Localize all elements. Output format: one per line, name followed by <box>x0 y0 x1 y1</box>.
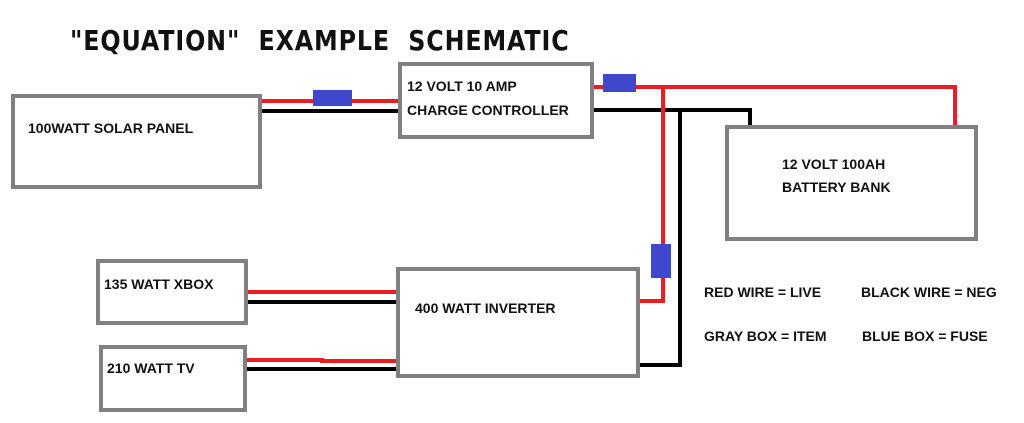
charge-controller-box <box>398 62 594 139</box>
xbox-box <box>96 259 248 325</box>
legend-blue-box: BLUE BOX = FUSE <box>862 328 988 344</box>
live-wire-to-inverter <box>638 87 665 303</box>
live-wire-tv <box>245 358 398 363</box>
tv-label: 210 WATT TV <box>107 360 195 376</box>
diagram-title: "EQUATION" EXAMPLE SCHEMATIC <box>70 24 570 57</box>
live-wire-controller-to-battery <box>592 85 957 128</box>
solar-panel-label: 100WATT SOLAR PANEL <box>28 120 194 136</box>
inverter-box <box>396 267 640 378</box>
neg-wire-controller-to-battery <box>592 108 752 128</box>
neg-wire-to-inverter <box>638 110 682 367</box>
legend-red-wire: RED WIRE = LIVE <box>704 284 822 300</box>
tv-box <box>99 345 247 412</box>
legend-gray-box: GRAY BOX = ITEM <box>704 328 827 344</box>
xbox-label: 135 WATT XBOX <box>104 276 214 292</box>
fuse-inverter-line <box>651 244 671 278</box>
fuse-solar-line <box>313 90 352 106</box>
fuse-battery-line <box>603 74 636 92</box>
legend-black-wire: BLACK WIRE = NEG <box>861 284 997 300</box>
charge-controller-label-line2: CHARGE CONTROLLER <box>407 102 569 118</box>
inverter-label: 400 WATT INVERTER <box>415 300 556 316</box>
battery-bank-box <box>725 125 978 241</box>
battery-label-line2: BATTERY BANK <box>782 179 891 195</box>
solar-panel-box <box>11 94 262 189</box>
charge-controller-label-line1: 12 VOLT 10 AMP <box>407 78 517 94</box>
battery-label-line1: 12 VOLT 100AH <box>782 156 886 172</box>
